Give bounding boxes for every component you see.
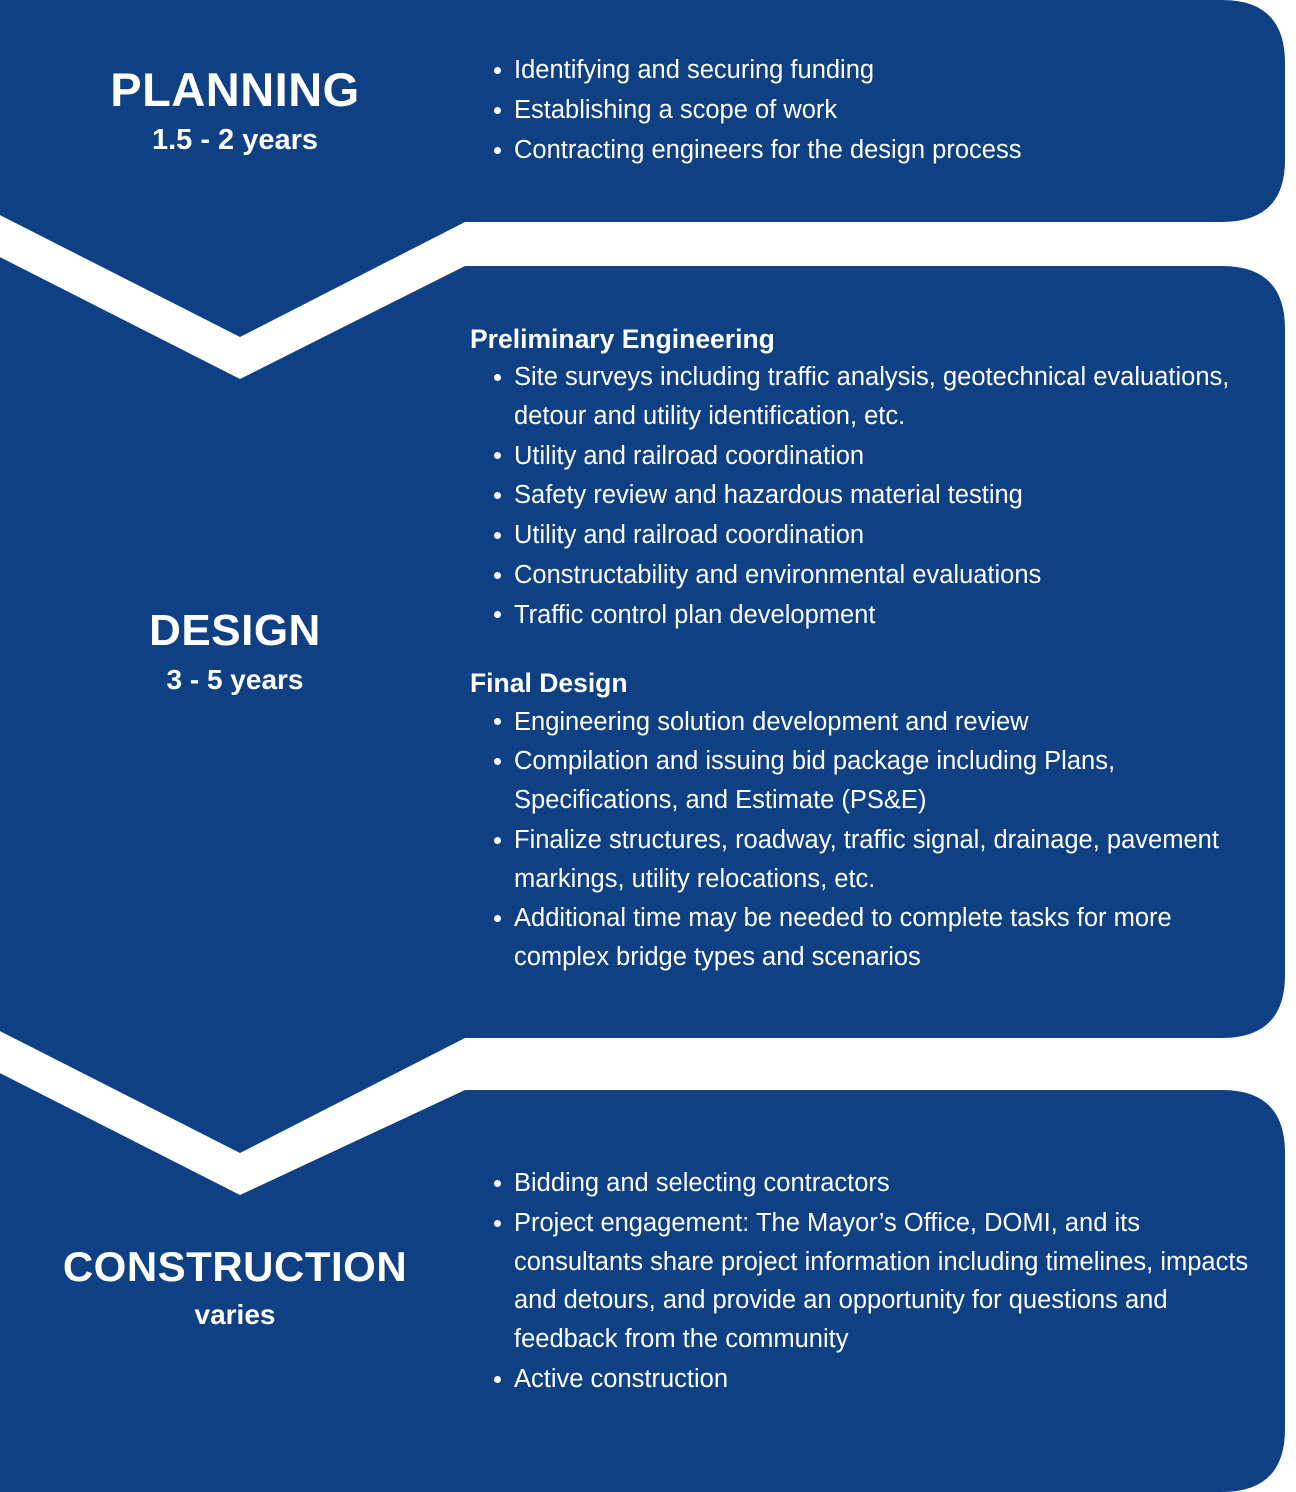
stage-construction: CONSTRUCTION varies Bidding and selectin… <box>0 1090 1296 1492</box>
bullet-dot-icon <box>494 836 501 844</box>
stage-planning-bullet-list: Identifying and securing funding Establi… <box>470 51 1272 169</box>
stage-planning-duration: 1.5 - 2 years <box>151 124 319 157</box>
list-item: Compilation and issuing bid package incl… <box>470 742 1272 820</box>
stage-construction-group: Bidding and selecting contractors Projec… <box>470 1164 1272 1399</box>
bullet-dot-icon <box>494 531 501 539</box>
stage-design-content: Preliminary Engineering Site surveys inc… <box>470 266 1296 1038</box>
stage-construction-bullet-list: Bidding and selecting contractors Projec… <box>470 1164 1272 1399</box>
list-item-text: Establishing a scope of work <box>514 96 838 125</box>
stage-design-duration: 3 - 5 years <box>166 664 304 696</box>
bullet-dot-icon <box>494 106 501 114</box>
list-item-text: Bidding and selecting contractors <box>514 1169 890 1197</box>
bullet-dot-icon <box>494 718 501 726</box>
bullet-dot-icon <box>494 758 501 766</box>
list-item: Safety review and hazardous material tes… <box>470 476 1272 515</box>
preliminary-engineering-bullet-list: Site surveys including traffic analysis,… <box>470 358 1272 634</box>
bullet-dot-icon <box>494 67 501 75</box>
list-item: Additional time may be needed to complet… <box>470 899 1272 977</box>
list-item: Active construction <box>470 1360 1272 1399</box>
bullet-dot-icon <box>494 611 501 619</box>
group-final-design: Final Design Engineering solution develo… <box>470 667 1272 976</box>
list-item-text: Identifying and securing funding <box>514 56 875 85</box>
bullet-dot-icon <box>494 146 501 154</box>
list-item: Bidding and selecting contractors <box>470 1164 1272 1203</box>
final-design-bullet-list: Engineering solution development and rev… <box>470 703 1272 977</box>
list-item-text: Engineering solution development and rev… <box>514 707 1029 736</box>
stage-design-label-block: DESIGN 3 - 5 years <box>0 266 470 1038</box>
bullet-dot-icon <box>494 1179 501 1187</box>
list-item-text: Site surveys including traffic analysis,… <box>514 363 1230 430</box>
stage-planning-title: PLANNING <box>110 62 360 116</box>
stage-design-title: DESIGN <box>149 605 321 655</box>
stage-planning-label-block: PLANNING 1.5 - 2 years <box>0 62 470 157</box>
list-item: Contracting engineers for the design pro… <box>470 131 1272 170</box>
list-item-text: Safety review and hazardous material tes… <box>514 481 1023 510</box>
bullet-dot-icon <box>494 492 501 500</box>
list-item-text: Utility and railroad coordination <box>514 521 865 550</box>
stage-construction-duration: varies <box>194 1299 276 1331</box>
list-item-text: Utility and railroad coordination <box>514 441 865 470</box>
list-item: Site surveys including traffic analysis,… <box>470 358 1272 436</box>
bullet-dot-icon <box>494 1219 501 1227</box>
bullet-dot-icon <box>494 452 501 460</box>
list-item-text: Active construction <box>514 1364 729 1393</box>
list-item-text: Compilation and issuing bid package incl… <box>514 747 1116 814</box>
list-item: Engineering solution development and rev… <box>470 703 1272 742</box>
list-item: Project engagement: The Mayor’s Office, … <box>470 1204 1272 1359</box>
stage-construction-label-block: CONSTRUCTION varies <box>0 1090 470 1492</box>
group-heading-final-design: Final Design <box>470 668 628 699</box>
group-heading-preliminary-engineering: Preliminary Engineering <box>470 324 775 354</box>
group-preliminary-engineering: Preliminary Engineering Site surveys inc… <box>470 323 1272 634</box>
bullet-dot-icon <box>494 373 501 381</box>
list-item-text: Contracting engineers for the design pro… <box>514 135 1022 164</box>
stage-construction-content: Bidding and selecting contractors Projec… <box>470 1090 1296 1492</box>
list-item: Constructability and environmental evalu… <box>470 556 1272 595</box>
list-item: Establishing a scope of work <box>470 91 1272 130</box>
list-item: Finalize structures, roadway, traffic si… <box>470 821 1272 899</box>
list-item-text: Additional time may be needed to complet… <box>514 904 1172 971</box>
list-item-text: Project engagement: The Mayor’s Office, … <box>514 1208 1249 1353</box>
stage-planning: PLANNING 1.5 - 2 years Identifying and s… <box>0 0 1296 222</box>
list-item-text: Finalize structures, roadway, traffic si… <box>514 825 1219 893</box>
list-item: Traffic control plan development <box>470 596 1272 635</box>
stage-design: DESIGN 3 - 5 years Preliminary Engineeri… <box>0 266 1296 1038</box>
list-item: Utility and railroad coordination <box>470 516 1272 555</box>
bullet-dot-icon <box>494 1375 501 1383</box>
stage-planning-group: Identifying and securing funding Establi… <box>470 51 1272 169</box>
list-item: Utility and railroad coordination <box>470 437 1272 476</box>
list-item: Identifying and securing funding <box>470 51 1272 90</box>
list-item-text: Traffic control plan development <box>514 600 876 629</box>
stage-construction-title: CONSTRUCTION <box>62 1242 408 1290</box>
list-item-text: Constructability and environmental evalu… <box>514 560 1042 589</box>
bullet-dot-icon <box>494 915 501 923</box>
stage-planning-content: Identifying and securing funding Establi… <box>470 51 1296 170</box>
group-spacer <box>470 635 1272 667</box>
bullet-dot-icon <box>494 571 501 579</box>
